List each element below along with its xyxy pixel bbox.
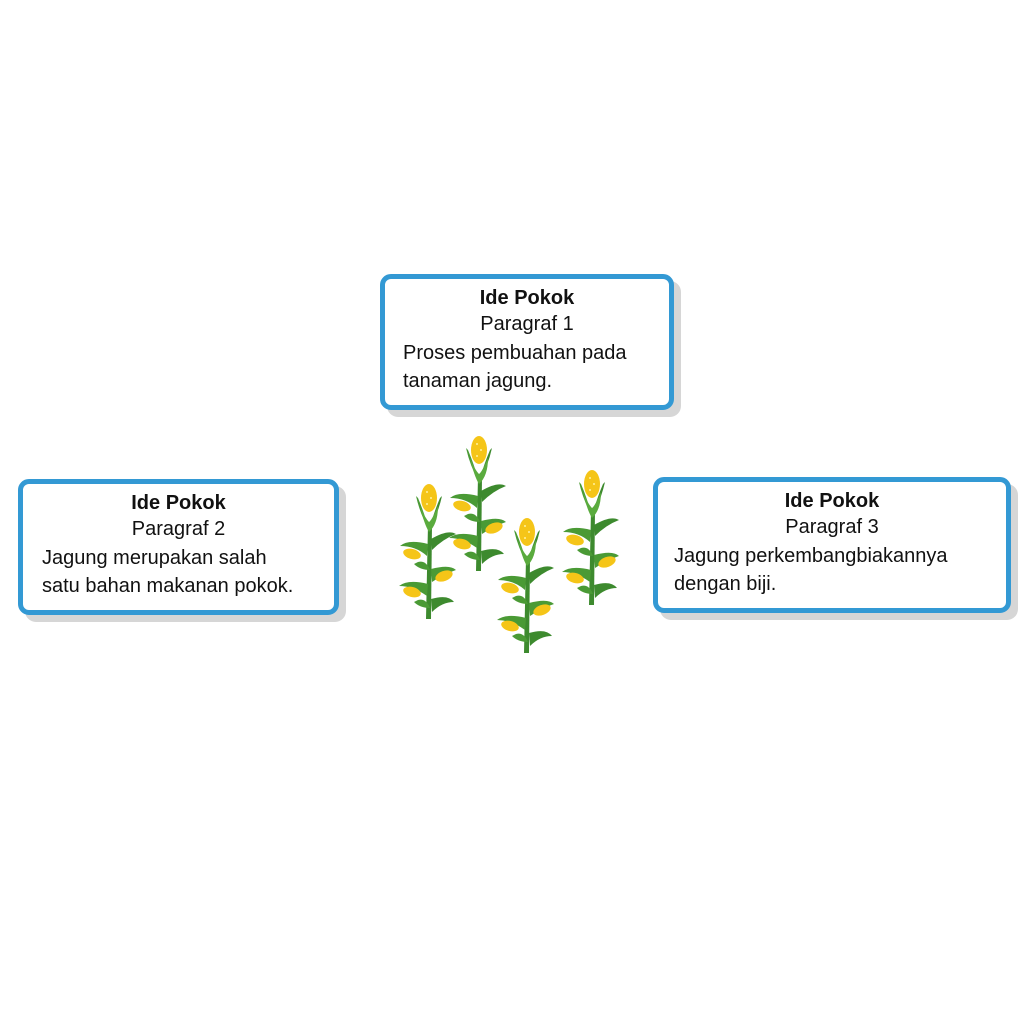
box-title: Ide Pokok	[131, 492, 226, 514]
box-text-line: dengan biji.	[674, 573, 777, 595]
box-title: Ide Pokok	[784, 490, 880, 512]
main-idea-box-paragraph-2: Ide Pokok Paragraf 2 Jagung merupakan sa…	[18, 479, 339, 615]
box-text-line: Jagung perkembangbiakannya	[674, 545, 948, 567]
box-text: Proses pembuahan pada tanaman jagung.	[385, 339, 669, 395]
box-subtitle: Paragraf 3	[785, 516, 879, 538]
box-subtitle: Paragraf 2	[131, 518, 226, 540]
box-subtitle: Paragraf 1	[480, 313, 574, 335]
box-text: Jagung perkembangbiakannya dengan biji.	[658, 542, 1006, 598]
main-idea-box-paragraph-1: Ide Pokok Paragraf 1 Proses pembuahan pa…	[380, 274, 674, 410]
main-idea-box-paragraph-3: Ide Pokok Paragraf 3 Jagung perkembangbi…	[653, 477, 1011, 613]
box-title: Ide Pokok	[479, 287, 575, 309]
box-text-line: Jagung merupakan salah	[42, 547, 267, 569]
corn-plant-icon	[562, 470, 619, 605]
box-text: Jagung merupakan salah satu bahan makana…	[23, 544, 334, 600]
box-text-line: tanaman jagung.	[403, 370, 553, 392]
box-text-line: satu bahan makanan pokok.	[42, 575, 294, 597]
corn-plant-icon	[497, 518, 554, 653]
box-text-line: Proses pembuahan pada	[403, 342, 627, 364]
